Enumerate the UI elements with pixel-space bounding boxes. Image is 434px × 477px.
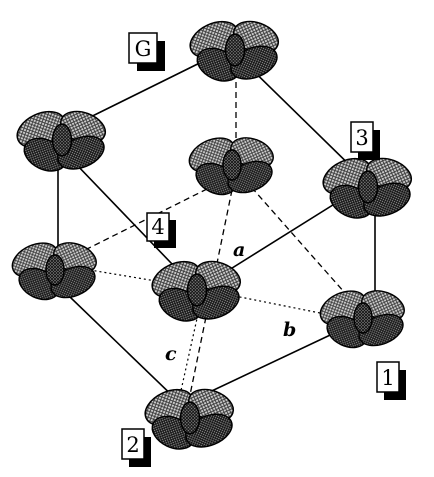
axis-label-c: c bbox=[165, 343, 177, 365]
orbital-bottom bbox=[138, 381, 239, 457]
site-label-g: G bbox=[128, 32, 165, 71]
site-label-2-text: 2 bbox=[126, 433, 139, 457]
site-label-g-text: G bbox=[135, 37, 152, 61]
edge-hidden-back-left bbox=[54, 179, 226, 266]
site-label-3: 3 bbox=[350, 121, 380, 160]
orbital-center bbox=[145, 253, 246, 329]
orbital-lower-right bbox=[314, 283, 410, 355]
edge-dot-center-bottom bbox=[179, 304, 201, 396]
site-label-1-text: 1 bbox=[381, 366, 394, 390]
orbital-right bbox=[316, 150, 417, 226]
axis-label-b: b bbox=[283, 319, 296, 341]
orbital-center-top bbox=[183, 130, 279, 202]
site-label-4: 4 bbox=[146, 212, 176, 248]
site-label-4-text: 4 bbox=[151, 215, 164, 239]
orbital-top bbox=[183, 13, 284, 89]
site-label-3-text: 3 bbox=[355, 126, 368, 150]
orbital-left bbox=[6, 235, 102, 307]
axis-label-a: a bbox=[233, 239, 245, 261]
cube-edges-solid bbox=[41, 47, 376, 406]
edge-hidden-back-right bbox=[244, 179, 361, 311]
site-label-2: 2 bbox=[121, 428, 151, 467]
site-label-1: 1 bbox=[376, 361, 406, 400]
